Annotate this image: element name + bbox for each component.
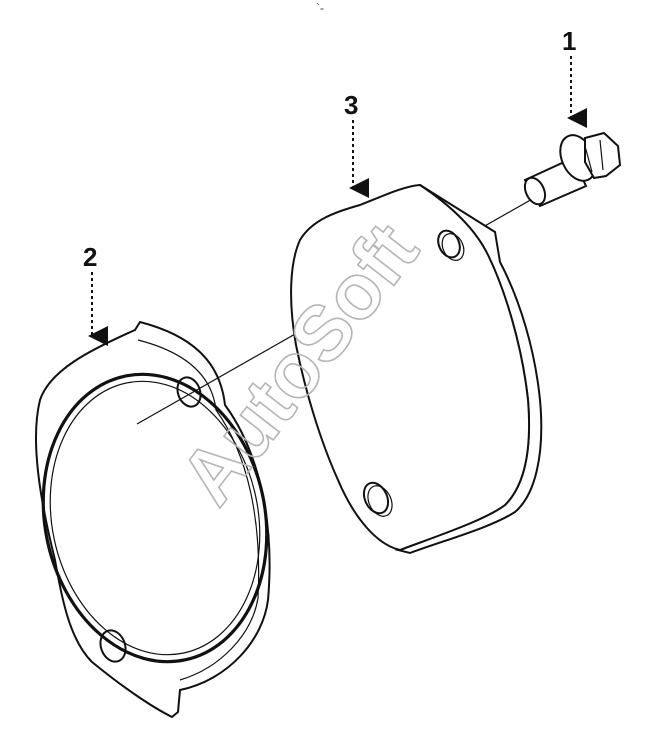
cover-plate-hole-upper-rim	[441, 233, 465, 261]
cover-plate-hole-upper	[437, 229, 461, 259]
gasket	[35, 320, 271, 719]
cover-plate-face	[290, 183, 531, 552]
gasket-inner-edge	[137, 339, 260, 681]
gasket-hole-upper	[176, 376, 202, 408]
cover-plate	[290, 183, 543, 555]
gasket-hole-lower	[99, 629, 127, 663]
bolt-hex-head	[584, 131, 622, 180]
callout-3-label: 3	[344, 90, 359, 120]
gasket-outline	[35, 320, 271, 719]
gasket-seal-ring-outer	[41, 372, 269, 664]
bolt-shank-end	[523, 176, 547, 206]
bolt-hex-edge	[599, 139, 604, 171]
cover-plate-hole-lower-rim	[367, 485, 393, 517]
callout-1-label: 1	[562, 26, 577, 56]
bolt	[523, 131, 622, 208]
callout-2-label: 2	[83, 242, 98, 272]
cover-plate-hole-lower	[362, 481, 390, 515]
bolt-hex-edge-2	[584, 145, 593, 173]
top-mark: `-	[316, 1, 324, 15]
gasket-seal-ring-inner	[49, 380, 261, 656]
